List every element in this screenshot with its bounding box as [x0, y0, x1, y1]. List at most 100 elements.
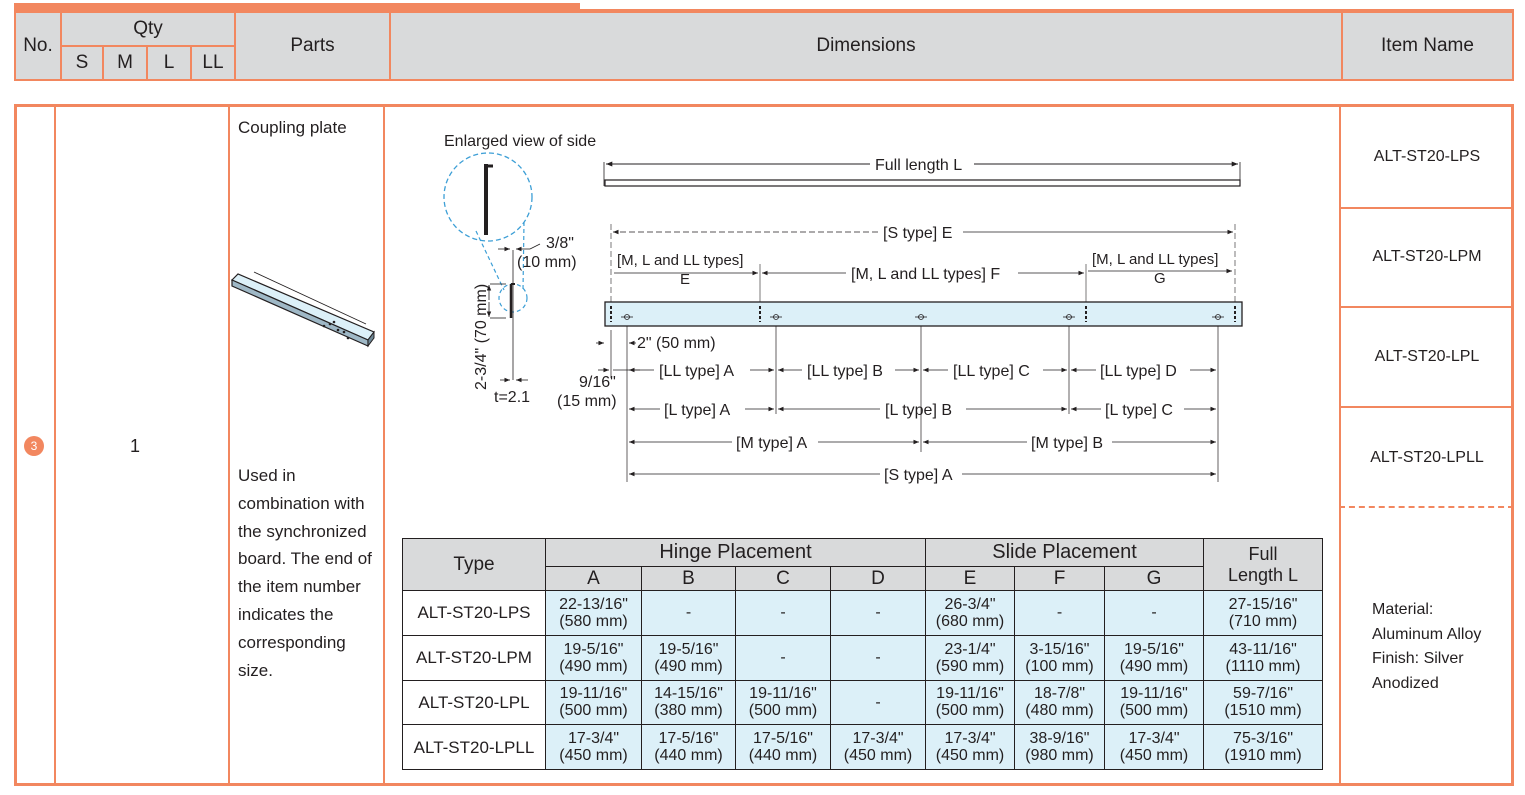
dimension-mm: (490 mm) [1119, 657, 1189, 675]
dimension-cell: 17-5/16"(440 mm) [735, 724, 831, 770]
col-d-header: D [830, 566, 926, 591]
m-a-label: [M type] A [736, 435, 807, 452]
dimension-cell: - [1103, 590, 1205, 636]
dimension-inch: 17-3/4" [567, 730, 620, 748]
header-top-rule [14, 9, 1514, 11]
dimension-inch: - [780, 604, 786, 622]
dimension-inch: 22-13/16" [559, 595, 628, 613]
dimension-mm: (500 mm) [748, 702, 818, 720]
dimension-mm: (380 mm) [654, 702, 723, 720]
dimension-inch: - [1056, 604, 1063, 622]
dimension-mm: (450 mm) [1119, 747, 1189, 765]
header-qty-l: L [148, 47, 192, 79]
two-inch-label: 2" (50 mm) [637, 335, 716, 352]
dimension-inch: 19-11/16" [749, 685, 817, 703]
dimension-cell: 18-7/8"(480 mm) [1014, 679, 1105, 726]
part-name: Coupling plate [238, 118, 347, 137]
dimension-cell: 3-15/16"(100 mm) [1014, 634, 1105, 681]
s-a-label: [S type] A [884, 467, 953, 484]
dimension-inch: - [685, 604, 692, 622]
material-spec: Material: Aluminum Alloy Finish: Silver … [1372, 598, 1512, 696]
material-line-3: Finish: Silver [1372, 650, 1464, 667]
row-type-cell: ALT-ST20-LPL [402, 679, 546, 726]
dimension-inch: 17-3/4" [852, 730, 904, 748]
dimension-inch: 27-15/16" [1228, 595, 1298, 613]
col-divider-no [54, 104, 56, 786]
mll-g-label: G [1154, 270, 1166, 287]
item-name-lpll: ALT-ST20-LPLL [1370, 449, 1484, 466]
mll-types-label-1: [M, L and LL types] [617, 252, 743, 269]
plate-front-view [604, 301, 1243, 327]
dimension-mm: (1910 mm) [1224, 747, 1302, 765]
dimension-cell: - [735, 590, 831, 636]
product-row [14, 104, 1514, 786]
item-divider-2 [1339, 306, 1514, 308]
type-header: Type [402, 538, 546, 591]
dimension-mm: (580 mm) [559, 612, 628, 630]
m-b-label: [M type] B [1031, 435, 1103, 452]
dimension-mm: (680 mm) [935, 612, 1005, 630]
dimension-mm: (500 mm) [935, 702, 1005, 720]
full-length-header-line2: Length L [1227, 564, 1299, 585]
dimension-mm: (440 mm) [748, 747, 818, 765]
dimension-inch: 26-3/4" [944, 595, 996, 613]
row-type-cell: ALT-ST20-LPLL [402, 724, 546, 770]
dimension-mm: (440 mm) [654, 747, 723, 765]
dimension-cell: 23-1/4"(590 mm) [925, 634, 1015, 681]
dimension-cell: 19-5/16"(490 mm) [545, 634, 642, 681]
dimension-cell: - [1014, 590, 1105, 636]
l-c-label: [L type] C [1105, 402, 1173, 419]
dimension-inch: 19-11/16" [936, 685, 1004, 703]
dimension-inch: - [875, 604, 881, 622]
dimension-mm: (450 mm) [559, 747, 628, 765]
header-dimensions: Dimensions [391, 13, 1343, 79]
dimension-cell: - [830, 590, 926, 636]
material-line-1: Material: [1372, 601, 1434, 618]
enlarged-callout-circle [443, 152, 533, 242]
dimension-cell: 75-3/16"(1910 mm) [1203, 724, 1324, 770]
dimension-inch: 19-5/16" [658, 640, 719, 658]
dimension-inch: 18-7/8" [1033, 685, 1086, 703]
dimension-inch: 17-3/4" [944, 730, 996, 748]
dimension-inch: 14-15/16" [654, 685, 723, 703]
dimension-cell: 19-5/16"(490 mm) [1103, 634, 1205, 681]
dimension-mm: (450 mm) [843, 747, 913, 765]
dimension-inch: 59-7/16" [1233, 685, 1293, 703]
item-name-lpm: ALT-ST20-LPM [1372, 248, 1482, 265]
l-b-label: [L type] B [885, 402, 952, 419]
dimension-cell: 38-9/16"(980 mm) [1014, 724, 1105, 770]
dimension-cell: - [735, 634, 831, 681]
col-e-header: E [925, 566, 1015, 591]
col-f-header: F [1014, 566, 1105, 591]
dimension-cell: 22-13/16"(580 mm) [545, 590, 642, 636]
dimension-mm: (490 mm) [559, 657, 628, 675]
dimension-cell: 26-3/4"(680 mm) [925, 590, 1015, 636]
nine-sixteenths-label: 9/16" [579, 374, 616, 391]
row-type-cell: ALT-ST20-LPM [402, 634, 546, 681]
dimension-mm: (500 mm) [559, 702, 628, 720]
dimension-mm: (980 mm) [1025, 747, 1094, 765]
thickness-t-label: t=2.1 [494, 389, 530, 406]
dimension-inch: - [780, 649, 786, 667]
l-a-label: [L type] A [664, 402, 730, 419]
col-a-header: A [545, 566, 642, 591]
ll-a-label: [LL type] A [659, 363, 734, 380]
col-divider-parts [383, 104, 385, 786]
col-divider-dims [1339, 104, 1341, 786]
dimension-mm: (100 mm) [1025, 657, 1094, 675]
qty-value: 1 [130, 436, 141, 456]
dimension-inch: - [875, 649, 881, 667]
ll-c-label: [LL type] C [953, 363, 1030, 380]
header-parts: Parts [236, 13, 391, 79]
dimension-cell: - [830, 634, 926, 681]
dimension-inch: 38-9/16" [1029, 730, 1090, 748]
header-qty-ll: LL [202, 52, 224, 73]
dimension-inch: 19-5/16" [1124, 640, 1184, 658]
col-g-header: G [1103, 566, 1205, 591]
dimension-cell: 19-5/16"(490 mm) [641, 634, 736, 681]
dimension-inch: 19-5/16" [563, 640, 624, 658]
